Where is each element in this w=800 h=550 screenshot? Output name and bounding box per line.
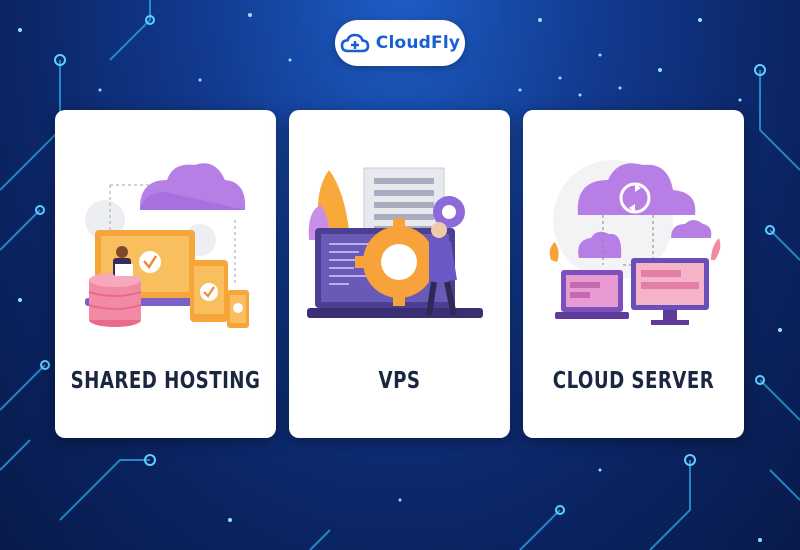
shared-hosting-card[interactable]: SHARED HOSTING bbox=[55, 110, 276, 438]
brand-name: CloudFly bbox=[375, 33, 461, 53]
shared-hosting-illustration bbox=[85, 163, 249, 328]
vps-card[interactable]: VPS bbox=[289, 110, 510, 438]
cloud-server-card[interactable]: CLOUD SERVER bbox=[523, 110, 744, 438]
card-title: VPS bbox=[378, 368, 421, 394]
cloudfly-logo[interactable]: CloudFly bbox=[335, 20, 465, 66]
cloud-server-illustration bbox=[549, 160, 721, 325]
cloud-logo-icon bbox=[340, 33, 370, 53]
card-title: SHARED HOSTING bbox=[70, 368, 261, 394]
card-title: CLOUD SERVER bbox=[552, 368, 715, 394]
vps-illustration bbox=[307, 167, 483, 318]
